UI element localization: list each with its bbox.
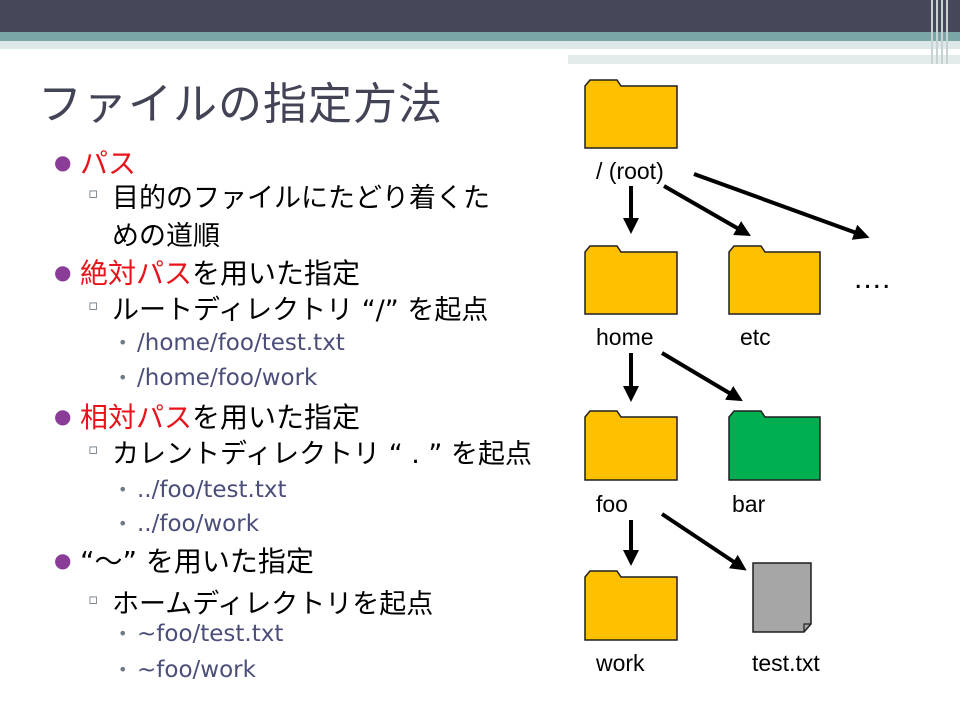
relative-example-1: ../foo/test.txt	[137, 477, 287, 503]
node-label-bar: bar	[732, 491, 766, 517]
sub-bullet-square: ▫	[88, 590, 99, 608]
node-label-etc: etc	[740, 324, 771, 350]
path-description-cont: めの道順	[112, 221, 220, 252]
relative-example-2: ../foo/work	[137, 511, 260, 537]
absolute-path-rest: を用いた指定	[192, 257, 361, 290]
relative-path-origin: カレントディレクトリ “ . ” を起点	[112, 439, 532, 470]
header-band-grey	[568, 55, 960, 64]
tilde-origin: ホームディレクトリを起点	[112, 589, 434, 620]
header-band-teal	[0, 32, 960, 41]
node-label-root: / (root)	[596, 158, 664, 184]
header-stripe	[931, 0, 933, 64]
bullet-dot: ●	[54, 150, 72, 174]
bullet-tilde: “～” を用いた指定	[80, 545, 314, 578]
relative-path-term: 相対パス	[80, 401, 193, 434]
tilde-example-2: ~foo/work	[137, 657, 256, 683]
header-stripe	[941, 0, 943, 64]
relative-path-rest: を用いた指定	[192, 401, 361, 434]
sub-sub-bullet: •	[118, 480, 128, 499]
sub-bullet-square: ▫	[88, 440, 99, 458]
tree-arrow	[660, 512, 747, 571]
folder-icon	[584, 79, 678, 149]
node-label-test: test.txt	[752, 650, 820, 676]
folder-icon	[584, 245, 678, 315]
folder-icon	[728, 410, 821, 481]
absolute-path-origin: ルートディレクトリ “/” を起点	[112, 295, 489, 326]
header-band-light	[0, 41, 960, 49]
bullet-absolute-path: 絶対パスを用いた指定	[80, 252, 360, 292]
sub-sub-bullet: •	[118, 624, 128, 643]
tree-arrow	[693, 172, 870, 240]
sub-sub-bullet: •	[118, 333, 128, 352]
bullet-path: パス	[80, 147, 137, 180]
header-stripe	[936, 0, 938, 64]
file-icon	[752, 562, 812, 633]
sub-bullet-square: ▫	[88, 296, 99, 314]
absolute-example-1: /home/foo/test.txt	[137, 330, 345, 356]
sub-sub-bullet: •	[118, 368, 128, 387]
folder-icon	[584, 570, 678, 641]
folder-icon	[728, 245, 821, 315]
absolute-path-term: 絶対パス	[80, 257, 193, 290]
tilde-example-1: ~foo/test.txt	[137, 621, 284, 647]
header-stripe	[946, 0, 948, 64]
bullet-dot: ●	[54, 404, 72, 428]
bullet-dot: ●	[54, 548, 72, 572]
bullet-dot: ●	[54, 260, 72, 284]
path-description: 目的のファイルにたどり着くた	[112, 183, 490, 214]
node-label-foo: foo	[596, 491, 628, 517]
sub-sub-bullet: •	[118, 514, 128, 533]
header-bar	[0, 0, 960, 32]
node-label-work: work	[596, 650, 645, 676]
node-label-home: home	[596, 324, 654, 350]
folder-icon	[584, 410, 678, 481]
bullet-relative-path: 相対パスを用いた指定	[80, 396, 360, 436]
tree-arrow	[663, 184, 751, 236]
tree-arrow	[660, 351, 743, 402]
absolute-example-2: /home/foo/work	[137, 365, 318, 391]
sub-bullet-square: ▫	[88, 184, 99, 202]
header-band-white	[568, 50, 888, 53]
sub-sub-bullet: •	[118, 660, 128, 679]
slide-title: ファイルの指定方法	[38, 79, 443, 130]
node-label-more: ....	[854, 262, 892, 295]
